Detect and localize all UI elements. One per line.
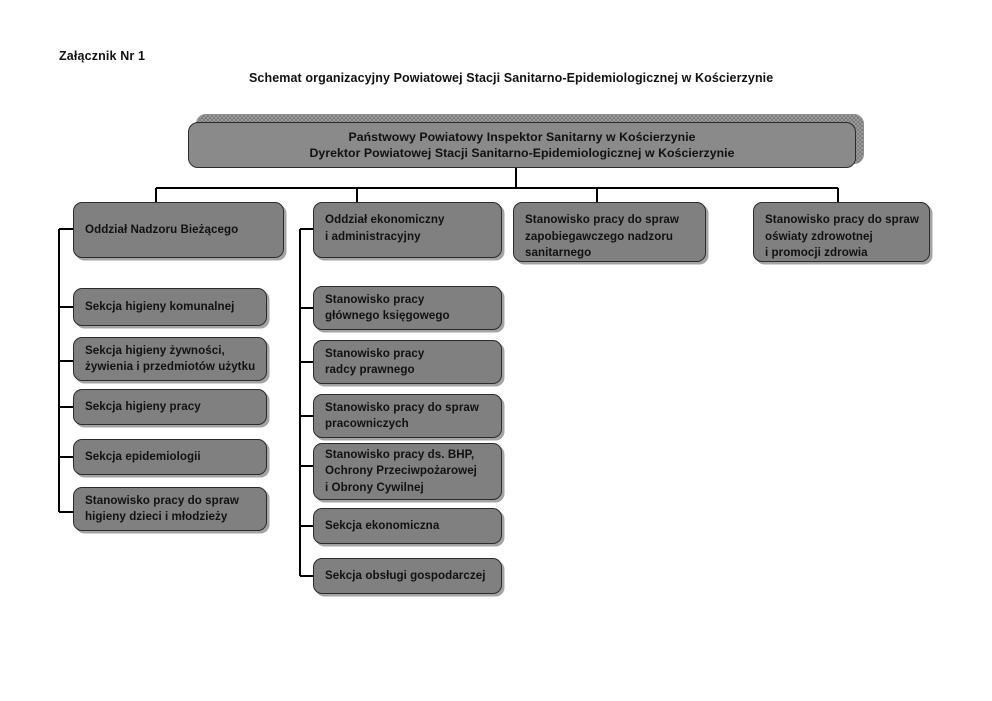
node-higiena-komunalna[interactable]: Sekcja higieny komunalnej <box>73 288 267 326</box>
node-zapobiegawczy-line-1: Stanowisko pracy do spraw <box>525 213 679 226</box>
node-oswiata-line-3: i promocji zdrowia <box>765 246 868 259</box>
node-glowny-ksiegowy-line-2: głównego księgowego <box>325 309 450 322</box>
node-higiena-dzieci-line-1: Stanowisko pracy do spraw <box>85 493 239 507</box>
node-ekonomiczny[interactable]: Oddział ekonomiczny i administracyjny <box>313 202 502 258</box>
node-glowny-ksiegowy[interactable]: Stanowisko pracy głównego księgowego <box>313 286 502 330</box>
node-higiena-dzieci-line-2: higieny dzieci i młodzieży <box>85 510 228 523</box>
chart-title: Schemat organizacyjny Powiatowej Stacji … <box>249 71 774 85</box>
node-oswiata[interactable]: Stanowisko pracy do spraw oświaty zdrowo… <box>753 202 930 262</box>
node-higiena-zywnosci[interactable]: Sekcja higieny żywności, żywienia i prze… <box>73 337 267 381</box>
node-bhp-line-2: Ochrony Przeciwpożarowej <box>325 464 477 478</box>
node-root-line-2: Dyrektor Powiatowej Stacji Sanitarno-Epi… <box>309 146 735 160</box>
node-ekonomiczny-line-1: Oddział ekonomiczny <box>325 213 445 226</box>
node-oswiata-line-1: Stanowisko pracy do spraw <box>765 213 919 226</box>
node-sprawy-pracownicze-line-2: pracowniczych <box>325 417 409 430</box>
node-bhp[interactable]: Stanowisko pracy ds. BHP, Ochrony Przeci… <box>313 443 502 500</box>
node-oswiata-line-2: oświaty zdrowotnej <box>765 229 873 243</box>
node-sprawy-pracownicze[interactable]: Stanowisko pracy do spraw pracowniczych <box>313 394 502 438</box>
node-higiena-zywnosci-line-1: Sekcja higieny żywności, <box>85 343 225 357</box>
node-epidemiologia[interactable]: Sekcja epidemiologii <box>73 439 267 475</box>
node-obsluga-gospodarcza[interactable]: Sekcja obsługi gospodarczej <box>313 558 502 594</box>
node-higiena-zywnosci-line-2: żywienia i przedmiotów użytku <box>85 360 256 373</box>
node-higiena-pracy[interactable]: Sekcja higieny pracy <box>73 389 267 425</box>
node-root-line-1: Państwowy Powiatowy Inspektor Sanitarny … <box>348 129 696 144</box>
node-zapobiegawczy[interactable]: Stanowisko pracy do spraw zapobiegawczeg… <box>513 202 706 262</box>
node-nadzor-line-1: Oddział Nadzoru Bieżącego <box>85 222 239 236</box>
node-higiena-dzieci[interactable]: Stanowisko pracy do spraw higieny dzieci… <box>73 487 267 531</box>
node-glowny-ksiegowy-line-1: Stanowisko pracy <box>325 292 425 306</box>
node-nadzor[interactable]: Oddział Nadzoru Bieżącego <box>73 202 284 258</box>
node-radca-prawny-line-2: radcy prawnego <box>325 363 415 376</box>
attachment-label: Załącznik Nr 1 <box>59 49 146 63</box>
node-obsluga-gospodarcza-line-1: Sekcja obsługi gospodarczej <box>325 568 486 582</box>
node-sprawy-pracownicze-line-1: Stanowisko pracy do spraw <box>325 400 479 414</box>
node-sekcja-ekonomiczna[interactable]: Sekcja ekonomiczna <box>313 508 502 544</box>
node-bhp-line-1: Stanowisko pracy ds. BHP, <box>325 447 475 461</box>
node-zapobiegawczy-line-3: sanitarnego <box>525 246 592 259</box>
node-zapobiegawczy-line-2: zapobiegawczego nadzoru <box>525 229 674 243</box>
node-radca-prawny[interactable]: Stanowisko pracy radcy prawnego <box>313 340 502 384</box>
node-higiena-komunalna-line-1: Sekcja higieny komunalnej <box>85 299 235 313</box>
node-epidemiologia-line-1: Sekcja epidemiologii <box>85 449 201 463</box>
node-sekcja-ekonomiczna-line-1: Sekcja ekonomiczna <box>325 518 440 532</box>
node-bhp-line-3: i Obrony Cywilnej <box>325 480 424 494</box>
node-root[interactable]: Państwowy Powiatowy Inspektor Sanitarny … <box>188 122 856 168</box>
node-ekonomiczny-line-2: i administracyjny <box>325 229 421 243</box>
node-radca-prawny-line-1: Stanowisko pracy <box>325 346 425 360</box>
node-higiena-pracy-line-1: Sekcja higieny pracy <box>85 399 201 413</box>
